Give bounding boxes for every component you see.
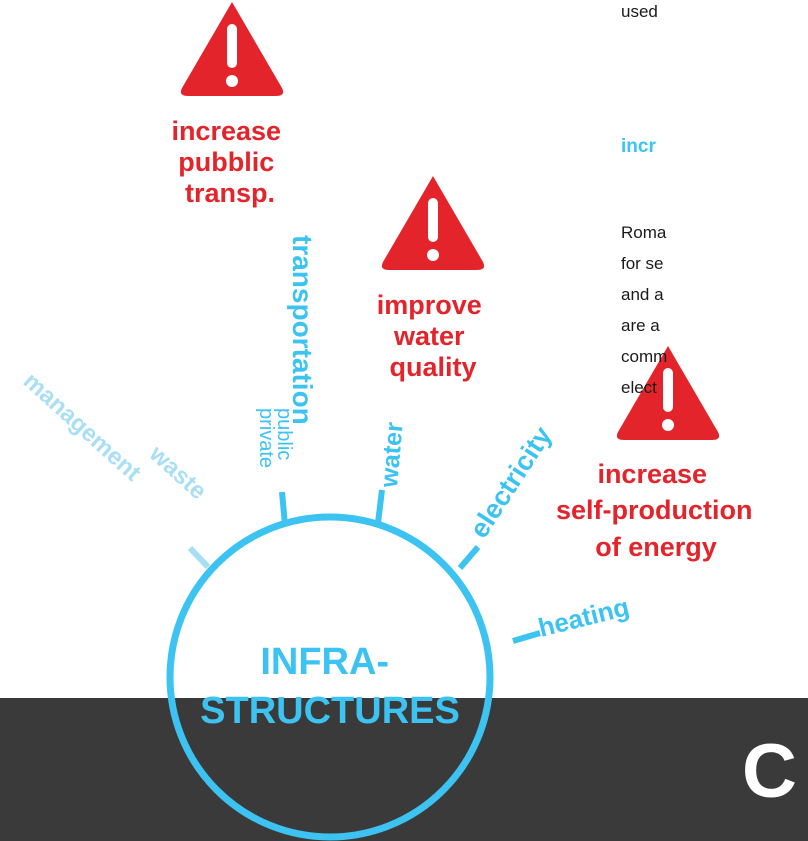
warning-triangle-icon — [180, 2, 284, 96]
paragraph-line: elect — [621, 378, 657, 397]
paragraph-line: and a — [621, 285, 664, 304]
waste-label: waste — [143, 440, 211, 505]
spoke-water — [375, 489, 385, 524]
paragraph-fragment: Roma for se and a are a comm elect — [621, 217, 808, 403]
warning-2-line-2: water — [393, 321, 465, 351]
heating-label: heating — [535, 591, 632, 642]
warning-2-line-3: quality — [389, 352, 476, 382]
paragraph-line: Roma — [621, 223, 667, 242]
warning-triangle-icon — [616, 346, 720, 440]
warning-water-quality: improve water quality — [377, 176, 490, 382]
text-fragment-used: used — [621, 2, 658, 21]
transport-sub-private: private — [255, 408, 277, 468]
hub-label: INFRA- STRUCTURES — [200, 641, 460, 732]
management-label: management — [18, 367, 146, 486]
transport-sub-public: public — [273, 408, 295, 460]
hub-label-line-2: STRUCTURES — [200, 690, 460, 732]
spoke-waste — [187, 545, 211, 570]
paragraph-line: comm — [621, 347, 668, 366]
section-heading-fragment: incr — [621, 136, 656, 157]
paragraph-line: for se — [621, 254, 664, 273]
footer-title-fragment: C — [742, 729, 797, 814]
warning-self-production: increase self-production of energy — [556, 346, 760, 562]
warning-triangle-icon — [381, 176, 485, 270]
svg-text:increase self-producti: increase self-production of energy — [556, 459, 760, 562]
warning-3-line-3: of energy — [595, 532, 717, 562]
paragraph-line: are a — [621, 316, 660, 335]
warning-1-line-3: transp. — [185, 178, 275, 208]
spoke-transportation — [279, 491, 288, 526]
spoke-electricity — [457, 545, 481, 570]
warning-3-line-2: self-production — [556, 495, 753, 525]
water-label: water — [375, 421, 409, 490]
warning-2-line-1: improve — [377, 290, 482, 320]
warning-public-transport: increase pubblic transp. — [171, 2, 288, 208]
hub-circle — [166, 513, 494, 841]
electricity-label: electricity — [464, 421, 558, 543]
svg-text:increase pubblic: increase pubblic transp. — [171, 116, 288, 208]
hub-label-line-1: INFRA- — [260, 641, 389, 683]
spoke-heating — [512, 630, 541, 644]
transportation-label: transportation — [287, 235, 318, 425]
svg-text:improve water: improve water quality — [377, 290, 490, 382]
warning-3-line-1: increase — [597, 459, 707, 489]
warning-1-line-2: pubblic — [178, 147, 274, 177]
warning-1-line-1: increase — [171, 116, 281, 146]
